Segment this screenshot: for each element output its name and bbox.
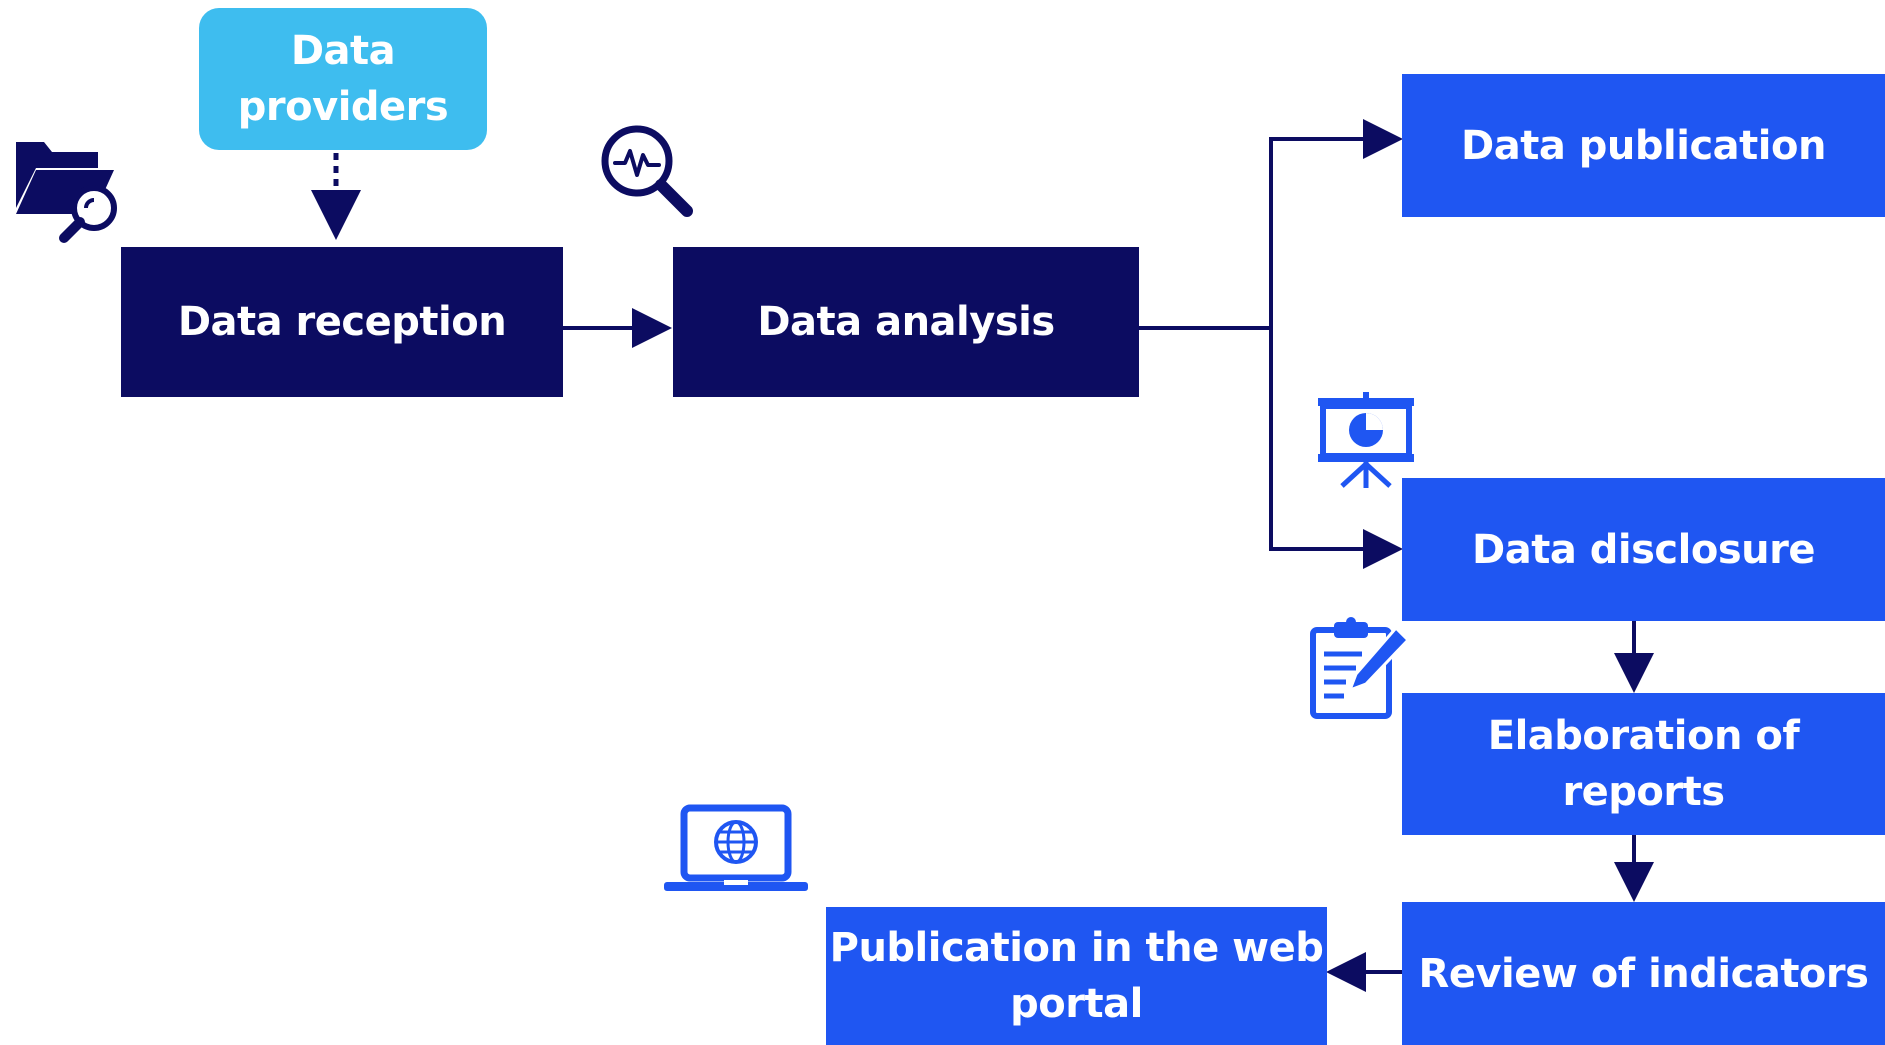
node-publication-in-web-portal: Publication in the web portal (826, 907, 1327, 1045)
node-data-disclosure-label: Data disclosure (1472, 526, 1815, 573)
presentation-board-icon (1318, 392, 1414, 488)
node-review-of-indicators-label: Review of indicators (1418, 950, 1869, 997)
clipboard-edit-icon (1310, 617, 1410, 719)
folder-search-icon (16, 142, 117, 243)
node-publication-in-web-portal-label: Publication in the web portal (829, 925, 1324, 1027)
node-data-reception-label: Data reception (177, 299, 507, 345)
node-data-providers: Data providers (199, 8, 487, 150)
node-elaboration-of-reports: Elaboration of reports (1402, 693, 1885, 835)
node-elaboration-of-reports-label: Elaboration of reports (1487, 713, 1800, 815)
node-data-analysis: Data analysis (673, 247, 1139, 397)
node-data-analysis-label: Data analysis (757, 299, 1055, 345)
node-data-providers-label: Data providers (237, 28, 449, 130)
node-data-reception: Data reception (121, 247, 563, 397)
node-data-publication-label: Data publication (1461, 122, 1826, 169)
node-data-disclosure: Data disclosure (1402, 478, 1885, 621)
laptop-globe-icon (664, 804, 808, 891)
node-data-publication: Data publication (1402, 74, 1885, 217)
node-review-of-indicators: Review of indicators (1402, 902, 1885, 1045)
pulse-magnifier-icon (601, 125, 693, 217)
edge-analysis-to-disclosure (1269, 328, 1403, 569)
edge-analysis-to-publication (1139, 119, 1403, 330)
